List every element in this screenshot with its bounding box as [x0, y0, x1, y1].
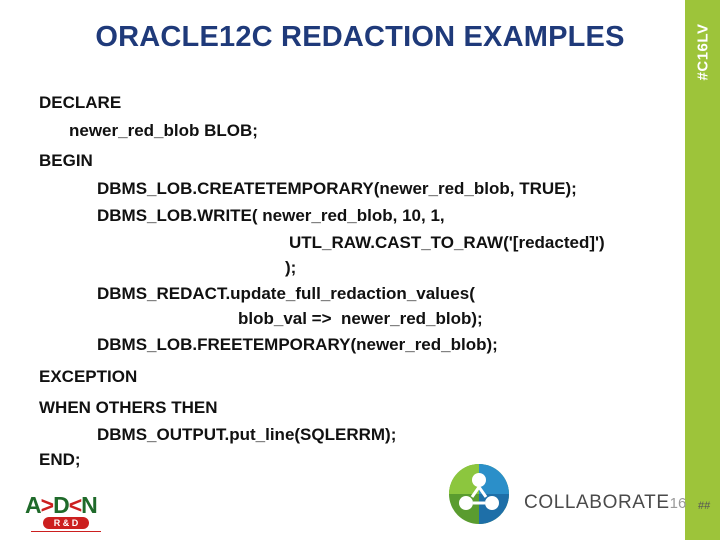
- adn-gt: >: [40, 492, 54, 518]
- adn-letter-a: A: [25, 492, 42, 518]
- slide-title: ORACLE12C REDACTION EXAMPLES: [95, 21, 625, 53]
- adn-logo: A>D<N R & D: [25, 492, 111, 532]
- code-line: DBMS_LOB.CREATETEMPORARY(newer_red_blob,…: [97, 179, 577, 198]
- code-block: DECLARE newer_red_blob BLOB; BEGIN DBMS_…: [39, 93, 605, 469]
- code-line: WHEN OTHERS THEN: [39, 398, 218, 417]
- code-line: UTL_RAW.CAST_TO_RAW('[redacted]'): [289, 233, 605, 252]
- code-line: blob_val => newer_red_blob);: [238, 309, 483, 328]
- adn-letter-d: D: [53, 492, 70, 518]
- collaborate-word: COLLABORATE: [524, 492, 670, 513]
- page-number: ##: [698, 500, 711, 512]
- code-line: BEGIN: [39, 151, 93, 170]
- code-line: END;: [39, 450, 81, 469]
- event-sidebar: #C16LV: [685, 0, 720, 540]
- adn-rd-badge: R & D: [43, 517, 89, 529]
- adn-underline: [31, 531, 101, 532]
- code-line: newer_red_blob BLOB;: [69, 121, 258, 140]
- adn-logo-text: A>D<N: [25, 492, 98, 519]
- adn-lt: <: [68, 492, 82, 518]
- code-line: );: [285, 258, 297, 277]
- code-line: EXCEPTION: [39, 367, 138, 386]
- collaborate-wordmark: COLLABORATE16: [524, 492, 686, 514]
- collaborate-year: 16: [669, 495, 687, 512]
- adn-letter-n: N: [81, 492, 98, 518]
- code-line: DBMS_LOB.FREETEMPORARY(newer_red_blob);: [97, 335, 498, 354]
- code-line: DBMS_REDACT.update_full_redaction_values…: [97, 284, 475, 303]
- code-line: DBMS_OUTPUT.put_line(SQLERRM);: [97, 425, 397, 444]
- code-line: DECLARE: [39, 93, 122, 112]
- collaborate-mark-icon: [449, 464, 509, 524]
- code-line: DBMS_LOB.WRITE( newer_red_blob, 10, 1,: [97, 206, 445, 225]
